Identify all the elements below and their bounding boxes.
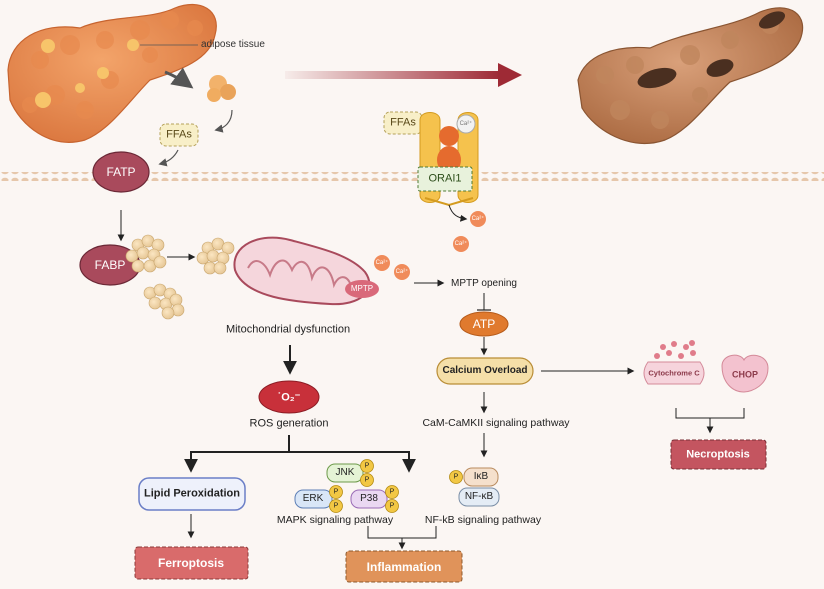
ikb-label: IκB (473, 471, 489, 482)
disease-progression-arrow (285, 63, 522, 87)
pancreas-healthy-icon (7, 3, 217, 143)
fatp-label: FATP (106, 165, 136, 179)
mitochondrial-dysfunction-label: Mitochondrial dysfunction (225, 323, 351, 336)
mptp-opening-label: MPTP opening (451, 278, 517, 289)
ca-ion-4: Ca²⁺ (395, 269, 409, 275)
cytochrome-c-label: Cytochrome C (648, 368, 700, 378)
fabp-label: FABP (94, 258, 126, 272)
nfkb-pathway-label: NF-kB signaling pathway (424, 513, 542, 526)
calcium-overload-label: Calcium Overload (442, 365, 528, 376)
ca-ion-3: Ca²⁺ (375, 260, 389, 266)
nfkb-label: NF-κB (464, 491, 494, 502)
phospho-markers (329, 459, 463, 513)
mptp-label: MPTP (350, 284, 374, 293)
p38-label: P38 (360, 493, 378, 504)
atp-label: ATP (472, 317, 496, 331)
necroptosis-label: Necroptosis (686, 448, 750, 461)
chop-icon (721, 354, 769, 393)
ros-generation-label: ROS generation (249, 417, 329, 430)
adipose-tissue-label: adipose tissue (201, 39, 265, 50)
cam-camkii-pathway-label: CaM-CaMKII signaling pathway (422, 416, 570, 429)
lipid-droplet-cluster-icon (125, 234, 235, 320)
jnk-phospho-2: P (364, 476, 370, 484)
ikb-phospho: P (453, 473, 459, 481)
inflammation-label: Inflammation (366, 560, 442, 574)
ffas-left-label: FFAs (166, 128, 192, 141)
chop-label: CHOP (731, 369, 759, 380)
erk-phospho-2: P (333, 502, 339, 510)
pancreas-damaged-icon (577, 7, 804, 144)
erk-phospho-1: P (333, 488, 339, 496)
adipose-droplet-icon (207, 75, 236, 102)
p38-phospho-1: P (389, 488, 395, 496)
mapk-pathway-label: MAPK signaling pathway (276, 513, 394, 526)
orai1-channel-icon (417, 112, 479, 207)
superoxide-label: ˙O₂⁻ (277, 391, 301, 404)
ca-ion-1: Ca²⁺ (471, 216, 485, 222)
ca-ion-2: Ca²⁺ (454, 241, 468, 247)
jnk-label: JNK (335, 467, 355, 478)
channel-ca-ion: Ca²⁺ (459, 121, 473, 127)
erk-label: ERK (302, 493, 324, 504)
ffas-right-label: FFAs (390, 116, 416, 129)
jnk-phospho-1: P (364, 462, 370, 470)
cytochrome-c-icon (643, 340, 705, 385)
lipid-peroxidation-label: Lipid Peroxidation (144, 487, 240, 500)
p38-phospho-2: P (389, 502, 395, 510)
calcium-ions (374, 211, 486, 280)
orai1-label: ORAI1 (428, 172, 462, 185)
ferroptosis-label: Ferroptosis (157, 556, 225, 570)
cell-membrane (0, 172, 824, 181)
mitochondrion-icon (233, 236, 379, 306)
